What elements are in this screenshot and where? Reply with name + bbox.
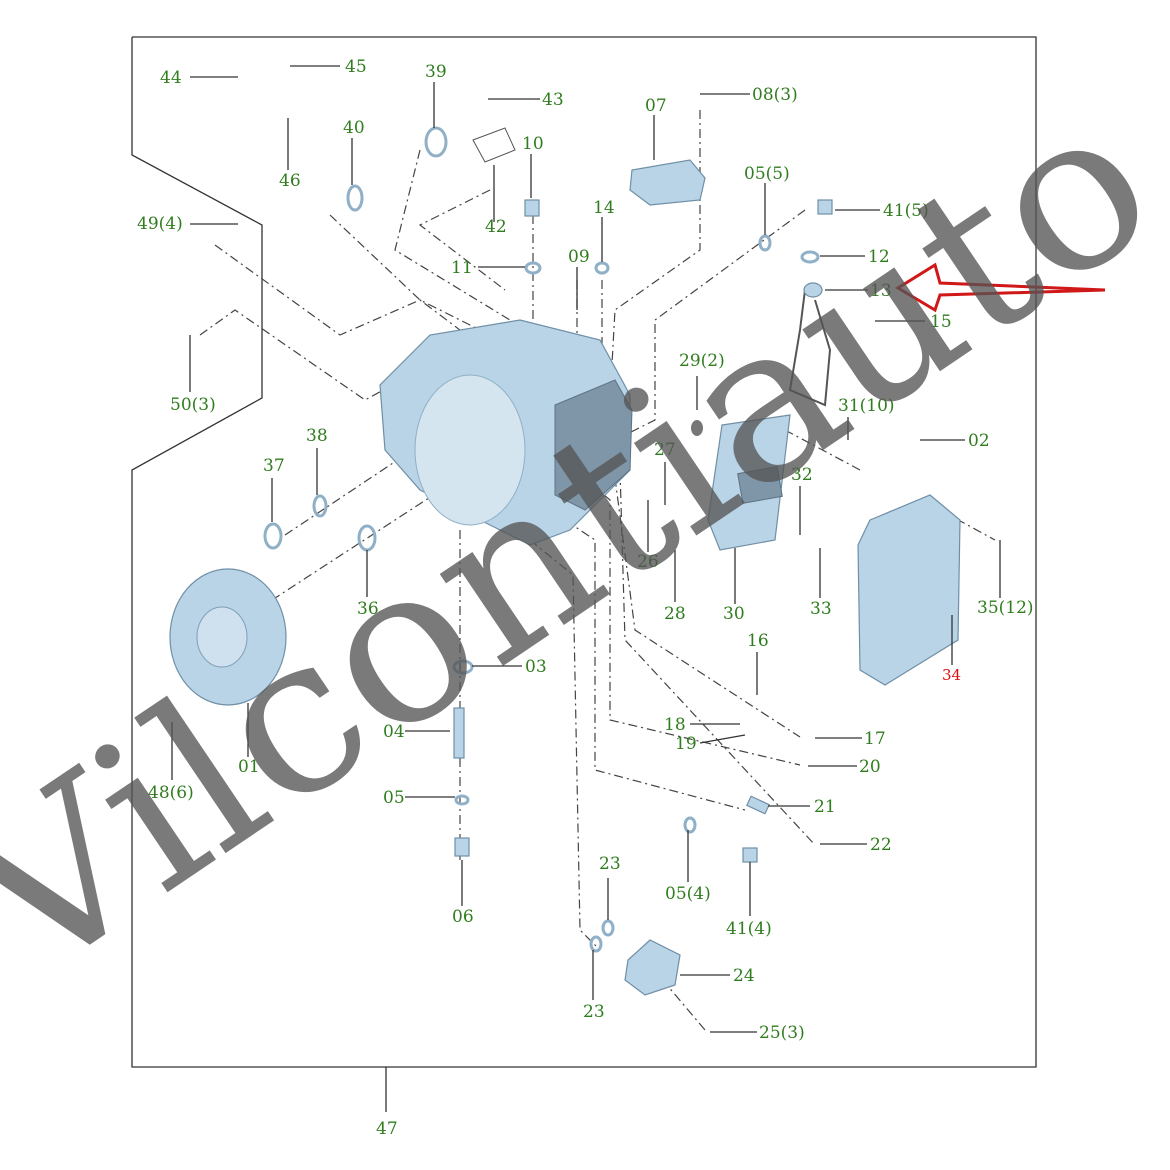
part-label-33: 33 bbox=[810, 599, 832, 619]
part-label-34: 34 bbox=[942, 666, 961, 684]
part-label-18: 18 bbox=[664, 715, 686, 735]
control-unit bbox=[629, 159, 706, 206]
part-label-49-4: 49(4) bbox=[137, 214, 183, 234]
part-label-31-10: 31(10) bbox=[838, 396, 895, 416]
leader-line bbox=[699, 734, 746, 744]
frame bbox=[131, 36, 1037, 1068]
part-label-35-12: 35(12) bbox=[977, 598, 1034, 618]
part-label-43: 43 bbox=[542, 90, 564, 110]
seals-and-bolts bbox=[263, 126, 833, 953]
part-label-44: 44 bbox=[160, 68, 182, 88]
part-label-03: 03 bbox=[525, 657, 547, 677]
part-label-19: 19 bbox=[675, 734, 697, 754]
part-label-10: 10 bbox=[522, 134, 544, 154]
pump-housing bbox=[624, 939, 681, 996]
part-label-30: 30 bbox=[723, 604, 745, 624]
part-label-05-4: 05(4) bbox=[665, 884, 711, 904]
transmission-case bbox=[379, 319, 633, 546]
part-label-22: 22 bbox=[870, 835, 892, 855]
part-label-24: 24 bbox=[733, 966, 755, 986]
part-label-23: 23 bbox=[599, 854, 621, 874]
part-label-05: 05 bbox=[383, 788, 405, 808]
part-label-39: 39 bbox=[425, 62, 447, 82]
part-label-50-3: 50(3) bbox=[170, 395, 216, 415]
part-label-27: 27 bbox=[654, 440, 676, 460]
wiring-harness bbox=[788, 282, 832, 407]
torque-converter bbox=[169, 568, 287, 706]
oil-pan bbox=[857, 494, 961, 686]
part-label-25-3: 25(3) bbox=[759, 1023, 805, 1043]
part-label-15: 15 bbox=[930, 312, 952, 332]
part-label-21: 21 bbox=[814, 797, 836, 817]
leader-lines bbox=[171, 65, 1001, 1033]
part-label-06: 06 bbox=[452, 907, 474, 927]
part-label-41-4: 41(4) bbox=[726, 919, 772, 939]
part-label-02: 02 bbox=[968, 431, 990, 451]
part-label-36: 36 bbox=[357, 599, 379, 619]
watermark: Vilcontiauto bbox=[0, 53, 1170, 1029]
part-label-14: 14 bbox=[593, 198, 615, 218]
part-label-28: 28 bbox=[664, 604, 686, 624]
part-label-29-2: 29(2) bbox=[679, 351, 725, 371]
part-label-05-5: 05(5) bbox=[744, 164, 790, 184]
part-label-42: 42 bbox=[485, 217, 507, 237]
part-label-37: 37 bbox=[263, 456, 285, 476]
part-label-20: 20 bbox=[859, 757, 881, 777]
part-label-41-5: 41(5) bbox=[883, 201, 929, 221]
part-label-17: 17 bbox=[864, 729, 886, 749]
part-label-32: 32 bbox=[791, 465, 813, 485]
part-labels: 44 45 39 43 07 08(3) 40 46 10 42 05(5) 14 41(5) 49(4)… bbox=[137, 57, 1034, 1043]
red-arrow-indicator bbox=[895, 262, 1106, 313]
part-label-45: 45 bbox=[345, 57, 367, 77]
part-label-40: 40 bbox=[343, 118, 365, 138]
part-label-09: 09 bbox=[568, 247, 590, 267]
part-label-48-6: 48(6) bbox=[148, 783, 194, 803]
part-label-16: 16 bbox=[747, 631, 769, 651]
part-label-01: 01 bbox=[238, 757, 260, 777]
frame-label: 47 bbox=[376, 1119, 398, 1139]
part-label-26: 26 bbox=[637, 552, 659, 572]
part-label-07: 07 bbox=[645, 96, 667, 116]
part-label-23: 23 bbox=[583, 1002, 605, 1022]
part-label-13: 13 bbox=[870, 281, 892, 301]
valve-body bbox=[707, 414, 791, 551]
part-label-11: 11 bbox=[451, 258, 473, 278]
part-label-12: 12 bbox=[868, 247, 890, 267]
part-label-04: 04 bbox=[383, 722, 405, 742]
part-label-46: 46 bbox=[279, 171, 301, 191]
part-label-08-3: 08(3) bbox=[752, 85, 798, 105]
part-label-38: 38 bbox=[306, 426, 328, 446]
